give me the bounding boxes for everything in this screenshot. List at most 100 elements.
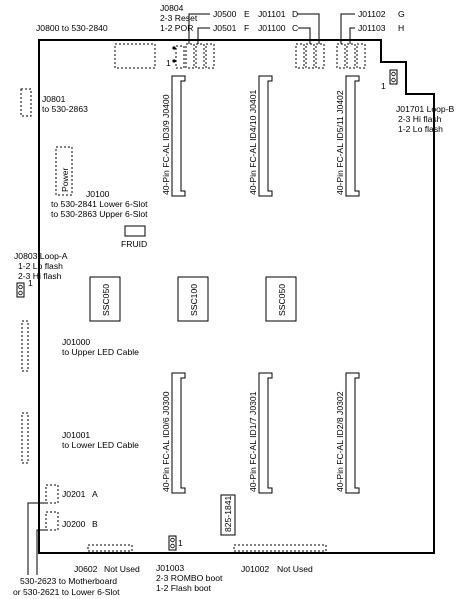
header-power <box>55 146 73 196</box>
label-j0801-to: to 530-2863 <box>42 104 88 114</box>
jumper-j01003 <box>168 535 177 551</box>
pin-j0803-a <box>18 284 23 290</box>
bottom-connector-3 <box>345 372 360 494</box>
bottom-connector-label-3: 40-Pin FC-AL ID2/8 J0302 <box>335 391 345 492</box>
label-ssc100: SSC100 <box>189 284 199 316</box>
fcal-connectors-bottom-row: 40-Pin FC-AL ID0/6 J0300 40-Pin FC-AL ID1… <box>161 372 360 494</box>
header-j01000 <box>21 320 29 372</box>
pin-j0803-b <box>18 290 23 296</box>
leader-j01103 <box>349 27 355 44</box>
label-j01000: J01000 <box>62 337 90 347</box>
label-j0200-pin: B <box>92 519 98 529</box>
label-j01103-pin: H <box>398 23 404 33</box>
fruid-chip <box>124 225 146 237</box>
leader-motherboard <box>27 502 48 575</box>
label-j0100-lower: to 530-2841 Lower 6-Slot <box>51 199 148 209</box>
label-j0800: J0800 to 530-2840 <box>36 23 108 33</box>
label-j0201: J0201 <box>62 489 86 499</box>
header-j01103 <box>346 43 356 69</box>
leader-j01100 <box>298 27 311 44</box>
chip-ssc050-a <box>89 276 121 322</box>
label-j0501-pin: F <box>244 23 249 33</box>
chip-825-1841 <box>220 494 236 536</box>
label-j01003-flash: 1-2 Flash boot <box>156 583 212 593</box>
label-j0804: J0804 <box>160 3 184 13</box>
header-j01002 <box>233 544 327 552</box>
header-j0200 <box>45 511 59 531</box>
chip-ssc100 <box>177 276 209 322</box>
label-j01003: J01003 <box>156 563 184 573</box>
pin-j01003-b <box>170 543 175 549</box>
top-connector-2 <box>258 75 273 197</box>
bottom-connector-label-2: 40-Pin FC-AL ID1/7 J0301 <box>248 391 258 492</box>
header-j0501b <box>205 43 215 69</box>
header-j0201 <box>45 484 59 504</box>
pin1-j0803: 1 <box>28 278 33 288</box>
label-j0100: J0100 <box>86 189 110 199</box>
leader-j0500 <box>188 13 210 44</box>
leader-j01102 <box>340 13 355 44</box>
label-power: Power <box>60 168 70 192</box>
label-j01002: J01002 <box>241 564 269 574</box>
bottom-connector-1 <box>171 372 186 494</box>
label-j01001-to: to Lower LED Cable <box>62 440 139 450</box>
pin1-j0804: 1 <box>166 58 171 68</box>
header-j01102 <box>336 43 346 69</box>
pin-j01003-a <box>170 537 175 543</box>
label-j0201-pin: A <box>92 489 98 499</box>
jumper-j0803 <box>16 282 25 298</box>
label-j01102-pin: G <box>398 9 405 19</box>
leader-j01101 <box>297 13 320 44</box>
header-j01100b <box>305 43 315 69</box>
label-j0803-lo: 1-2 Lo flash <box>18 261 63 271</box>
chip-ssc050-b <box>265 276 297 322</box>
header-j01100 <box>295 43 305 69</box>
label-j01102: J01102 <box>358 9 386 19</box>
label-fruid: FRUID <box>121 239 147 249</box>
label-j0602: J0602 <box>74 564 98 574</box>
bottom-connector-label-1: 40-Pin FC-AL ID0/6 J0300 <box>161 391 171 492</box>
label-j0501: J0501 <box>213 23 237 33</box>
top-connector-label-1: 40-Pin FC-AL ID3/9 J0400 <box>161 94 171 195</box>
label-j0803-hi: 2-3 Hi flash <box>18 271 62 281</box>
label-j0200: J0200 <box>62 519 86 529</box>
label-j0100-upper: to 530-2863 Upper 6-Slot <box>51 209 148 219</box>
header-j0602 <box>87 544 133 552</box>
pin-j01701-a <box>391 71 396 77</box>
label-j0500: J0500 <box>213 9 237 19</box>
header-j01101 <box>315 43 325 69</box>
header-j01001 <box>21 412 29 464</box>
jumper-j01701 <box>389 69 398 85</box>
pin1-j01003: 1 <box>178 538 183 548</box>
label-j0804-reset: 2-3 Reset <box>160 13 198 23</box>
bottom-connector-2 <box>258 372 273 494</box>
header-j0804 <box>175 45 185 69</box>
label-j01101-pin: D <box>292 9 298 19</box>
header-j0801 <box>20 88 32 117</box>
header-j01103b <box>356 43 366 69</box>
label-j0602-status: Not Used <box>104 564 140 574</box>
pin1-j01701: 1 <box>381 81 386 91</box>
label-ssc050-a: SSC050 <box>101 284 111 316</box>
leader-lower-slot <box>36 529 48 575</box>
header-j0501 <box>195 43 205 69</box>
pin1-dot-j0804 <box>172 46 176 50</box>
header-j0800 <box>114 43 156 69</box>
label-ssc050-b: SSC050 <box>277 284 287 316</box>
label-j01103: J01103 <box>358 23 386 33</box>
dot-j0804 <box>172 59 176 63</box>
label-motherboard: 530-2623 to Motherboard <box>20 576 117 586</box>
label-j01101: J01101 <box>258 9 286 19</box>
header-j0500 <box>185 43 195 69</box>
top-connector-label-3: 40-Pin FC-AL ID5/11 J0402 <box>335 90 345 195</box>
label-chip-825: 825-1841 <box>223 495 233 532</box>
label-j01000-to: to Upper LED Cable <box>62 347 139 357</box>
label-j01002-status: Not Used <box>277 564 313 574</box>
label-lower-slot: or 530-2621 to Lower 6-Slot <box>13 587 120 597</box>
pin-j01701-b <box>391 77 396 83</box>
label-j0500-pin: E <box>244 9 250 19</box>
label-j01701-lo: 1-2 Lo flash <box>398 124 443 134</box>
label-j01100: J01100 <box>258 23 286 33</box>
